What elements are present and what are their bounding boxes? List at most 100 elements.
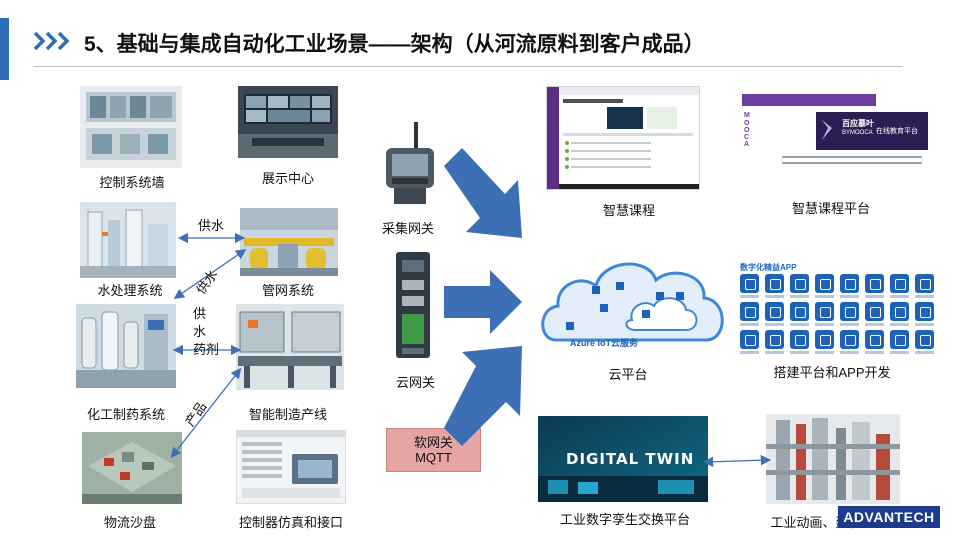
app-icon-caption-line <box>890 295 909 298</box>
app-icon <box>915 330 934 349</box>
display-center-image <box>238 86 338 158</box>
pipe-network-image <box>240 208 338 276</box>
app-icon-caption-line <box>915 295 934 298</box>
app-icon-caption-line <box>765 351 784 354</box>
app-icon <box>790 330 809 349</box>
logistics-image <box>82 432 182 504</box>
title-accent-bar <box>0 18 9 80</box>
mooc-slogan-text: 在线教育平台 <box>876 126 918 135</box>
cloud-gateway-to-cloud-arrow <box>444 270 522 334</box>
app-icon-caption-line <box>815 295 834 298</box>
cloud-gateway-label: 云网关 <box>396 375 436 390</box>
control-wall-image <box>80 86 182 168</box>
app-icon <box>865 274 884 293</box>
app-icon-caption-line <box>865 323 884 326</box>
smart-course-caption: 智慧课程 <box>602 203 655 218</box>
app-icon <box>890 302 909 321</box>
app-icon <box>765 302 784 321</box>
logistics-caption: 物流沙盘 <box>103 515 156 530</box>
supply-water-diagonal-label: 供水 <box>193 267 221 298</box>
mooc-platform-caption: 智慧课程平台 <box>791 201 870 216</box>
chem-pharma-caption: 化工制药系统 <box>86 407 165 422</box>
app-icon-caption-line <box>790 351 809 354</box>
soft-gateway-box: 软网关 MQTT <box>386 428 481 472</box>
app-icon <box>815 330 834 349</box>
reagent-label-2: 水 <box>193 324 207 339</box>
app-icon-caption-line <box>790 295 809 298</box>
cloud-platform-diagram: Azure IoT云服务 <box>536 246 730 356</box>
smart-line-caption: 智能制造产线 <box>248 407 327 422</box>
mooc-brand-en-text: BYMOOCA <box>842 130 873 136</box>
app-icon <box>915 302 934 321</box>
mqtt-label: MQTT <box>415 450 452 465</box>
app-icon-caption-line <box>915 351 934 354</box>
mooc-brand-text: 百应慕叶 <box>842 119 874 128</box>
app-icon <box>765 330 784 349</box>
water-treatment-caption: 水处理系统 <box>97 283 163 298</box>
app-icon <box>840 274 859 293</box>
app-icon <box>740 274 759 293</box>
app-icon <box>915 274 934 293</box>
title-divider <box>33 66 903 67</box>
app-icon-caption-line <box>815 323 834 326</box>
collection-to-cloud-arrow <box>444 148 522 238</box>
app-icon-caption-line <box>840 323 859 326</box>
app-icon-grid: 数字化精益APP <box>740 262 940 357</box>
reagent-label-3: 药剂 <box>193 342 220 357</box>
app-icon <box>740 330 759 349</box>
app-icon <box>890 274 909 293</box>
mooc-letter: M <box>744 112 750 119</box>
product-label: 产品 <box>182 399 210 430</box>
controller-sim-caption: 控制器仿真和接口 <box>238 515 343 530</box>
control-wall-caption: 控制系统墙 <box>99 175 165 190</box>
app-icon-caption-line <box>840 351 859 354</box>
app-icon <box>840 330 859 349</box>
app-icon-caption-line <box>815 351 834 354</box>
app-icon-caption-line <box>865 295 884 298</box>
app-icon <box>840 302 859 321</box>
cloud-platform-caption: 云平台 <box>608 367 648 382</box>
title-chevron-icon <box>33 31 70 51</box>
display-center-caption: 展示中心 <box>261 171 314 186</box>
app-icon-caption-line <box>890 323 909 326</box>
app-icon <box>890 330 909 349</box>
mooc-letter: O <box>744 120 750 127</box>
advantech-logo: ADVANTECH <box>838 506 940 528</box>
cloud-gateway-image <box>392 250 434 360</box>
mooc-letter: C <box>744 134 750 141</box>
chem-pharma-image <box>76 304 176 388</box>
app-icon-caption-line <box>765 323 784 326</box>
app-icon <box>815 302 834 321</box>
water-treatment-image <box>80 202 176 278</box>
app-icon-caption-line <box>840 295 859 298</box>
app-icon <box>790 302 809 321</box>
smart-line-image <box>236 304 344 390</box>
collection-gateway-image <box>384 122 436 208</box>
app-icon <box>865 302 884 321</box>
app-icon-caption-line <box>740 351 759 354</box>
app-icon-caption-line <box>865 351 884 354</box>
smart-course-screenshot <box>546 86 700 190</box>
app-icon <box>815 274 834 293</box>
build-platform-caption: 搭建平台和APP开发 <box>773 365 891 380</box>
supply-water-label: 供水 <box>198 218 225 233</box>
azure-iot-text: Azure IoT云服务 <box>570 338 639 348</box>
digital-twin-text: DIGITAL TWIN <box>566 450 695 468</box>
slide-title: 5、基础与集成自动化工业场景——架构（从河流原料到客户成品） <box>84 33 705 56</box>
controller-sim-image <box>236 430 346 504</box>
app-icon <box>765 274 784 293</box>
app-icon <box>740 302 759 321</box>
app-icon-caption-line <box>740 295 759 298</box>
pipe-network-caption: 管网系统 <box>261 283 314 298</box>
app-icon <box>865 330 884 349</box>
app-grid-title: 数字化精益APP <box>740 263 797 272</box>
soft-gateway-label: 软网关 <box>413 435 453 450</box>
app-icon-caption-line <box>915 323 934 326</box>
twin-animation-arrow <box>702 454 772 468</box>
collection-gateway-label: 采集网关 <box>382 221 435 236</box>
mooc-letter: O <box>744 127 750 134</box>
mooc-platform-banner: 在线教育平台 M O O C A 百应慕叶 BYMOOCA <box>742 94 930 180</box>
digital-twin-caption: 工业数字孪生交换平台 <box>559 512 690 527</box>
app-icon-caption-line <box>765 295 784 298</box>
app-icon <box>790 274 809 293</box>
